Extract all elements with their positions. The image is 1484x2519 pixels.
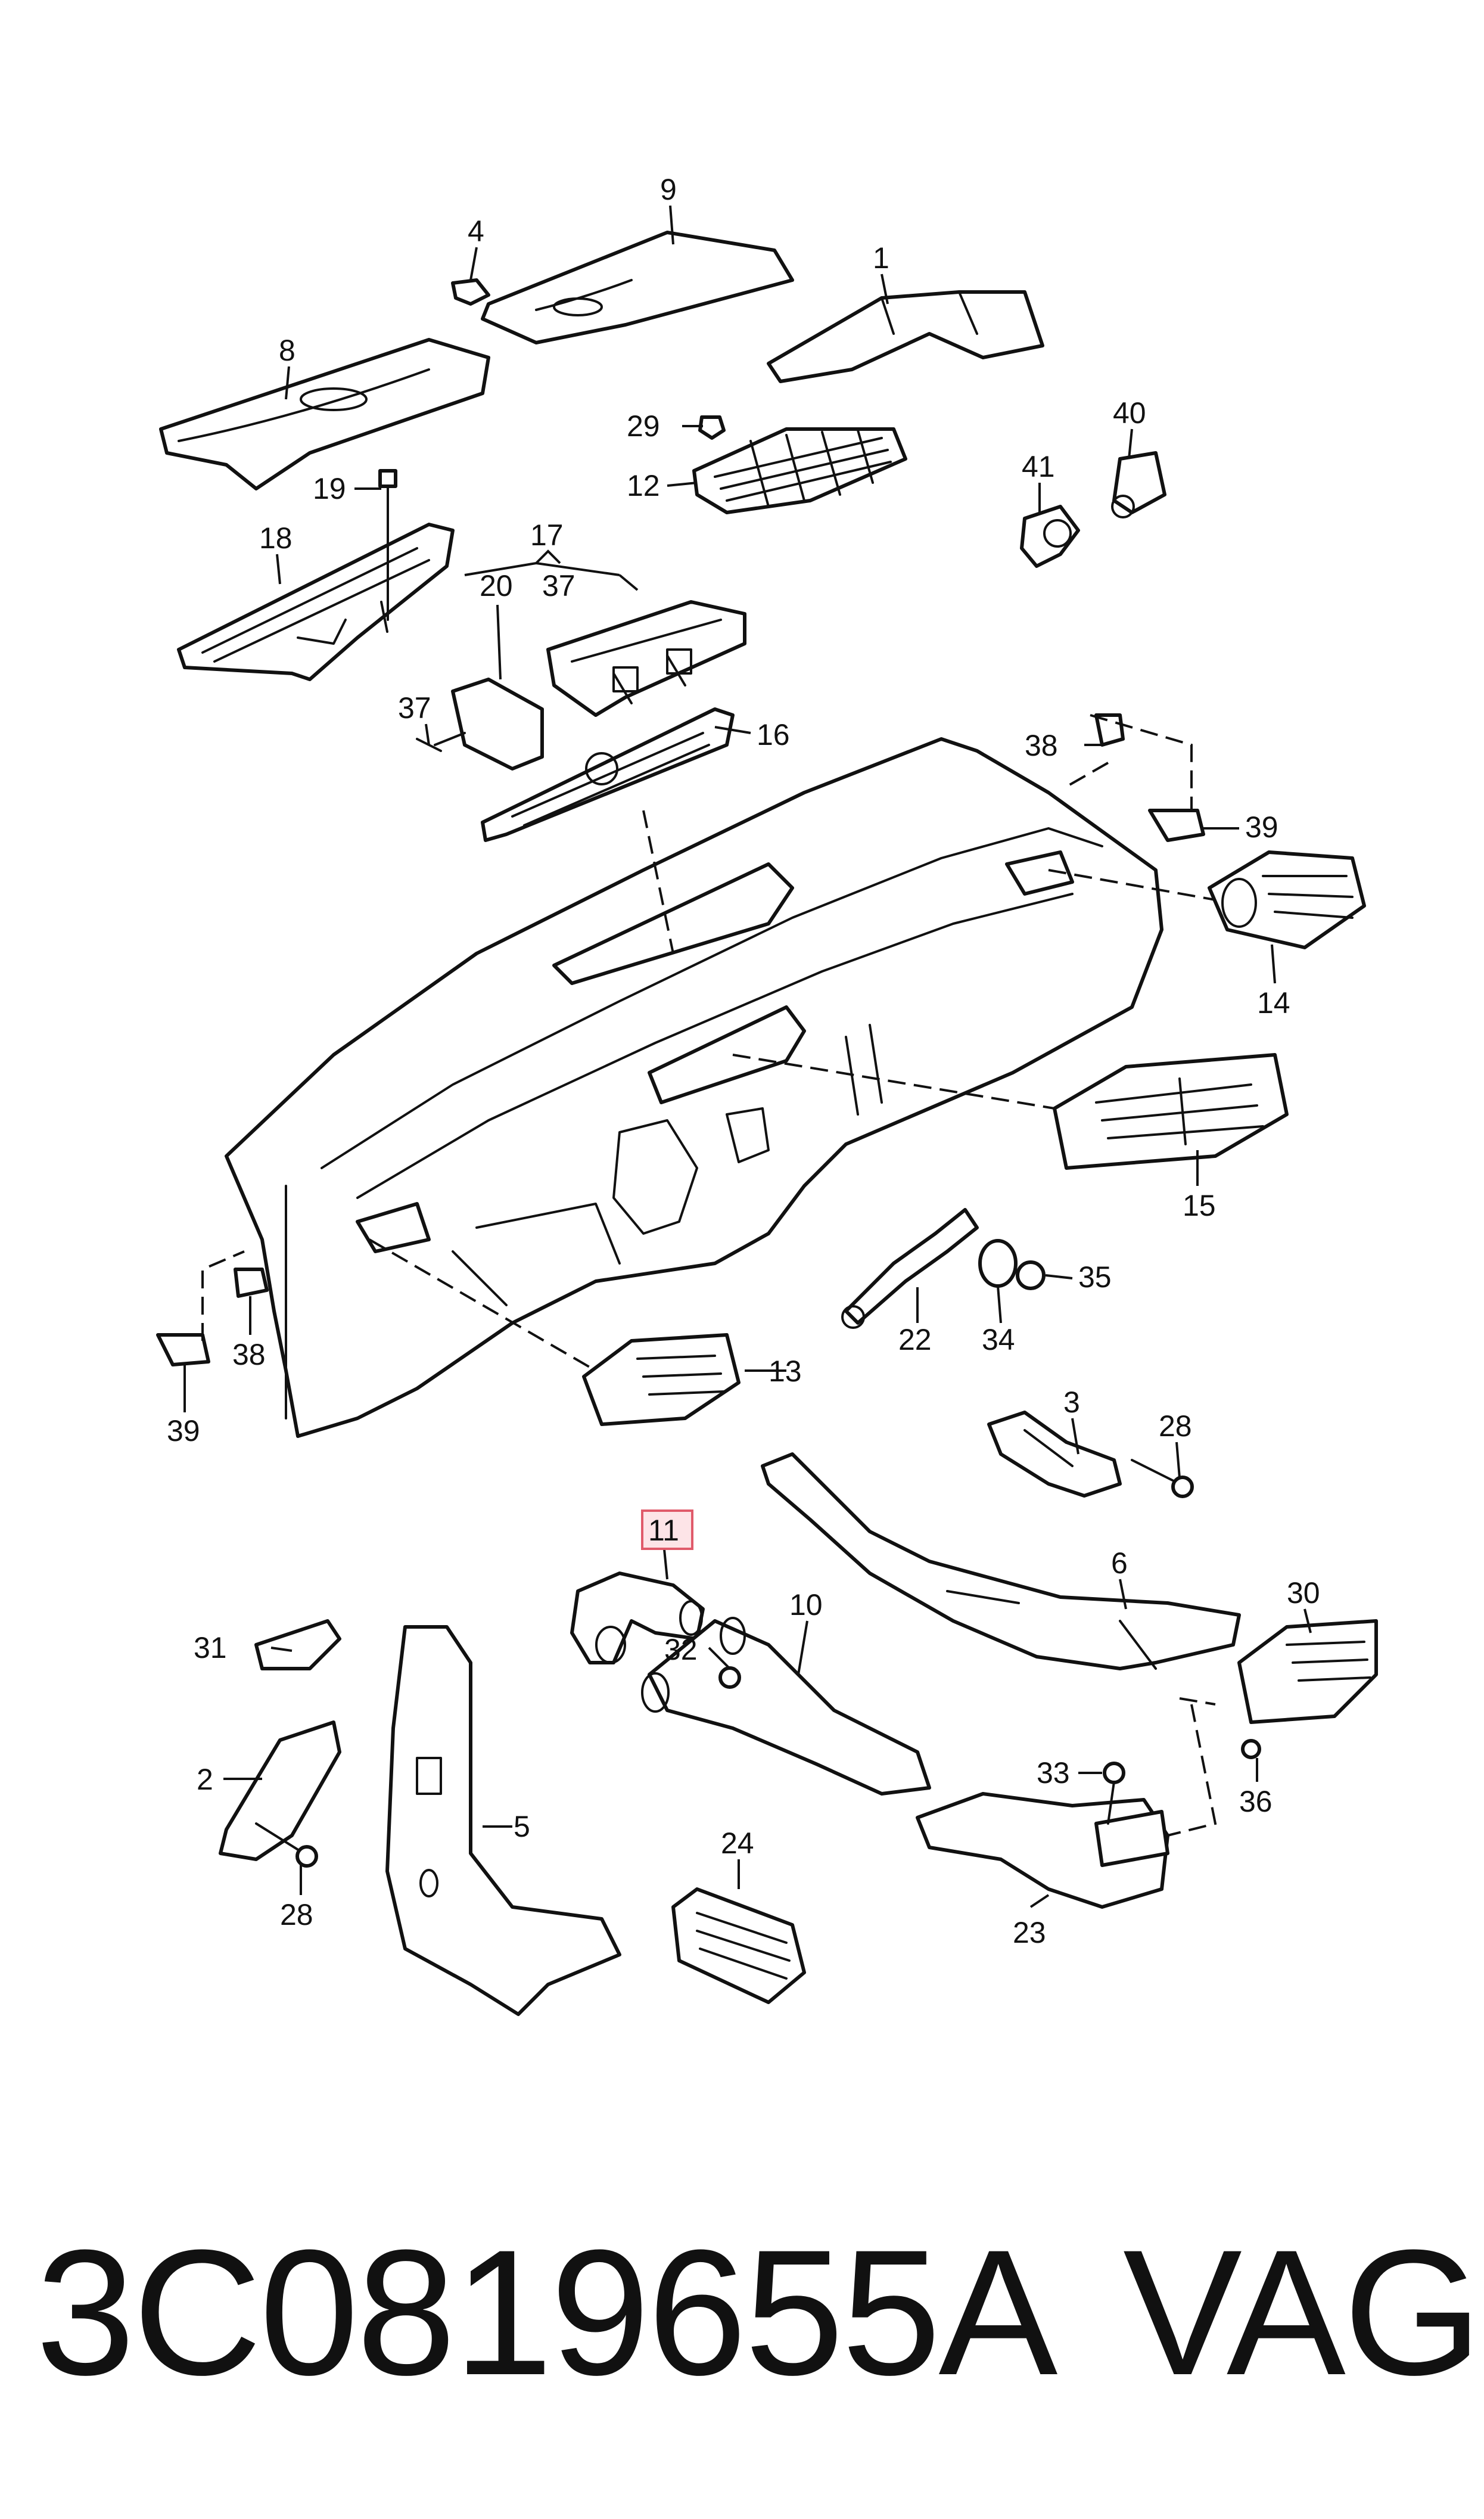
callout-2: 2: [197, 1763, 213, 1796]
callout-39-right: 39: [1245, 810, 1278, 844]
part-2-bracket: [219, 1720, 341, 1861]
part-33-screw: [1103, 1762, 1125, 1825]
part-number-text: 3C0819655A: [36, 2212, 1058, 2412]
callout-10: 10: [789, 1588, 823, 1622]
part-28-screw-left: [255, 1822, 318, 1868]
callout-38-right: 38: [1025, 729, 1058, 762]
callout-28-left: 28: [280, 1898, 313, 1931]
part-3-bracket: [987, 1411, 1122, 1498]
callout-11[interactable]: 11: [648, 1514, 679, 1547]
callout-17: 17: [530, 518, 564, 552]
callout-37-top: 37: [542, 569, 575, 602]
callout-3: 3: [1063, 1386, 1080, 1419]
part-11-duct-connector: [570, 1571, 705, 1664]
callout-20: 20: [480, 569, 513, 602]
part-16-center-vent: [481, 707, 735, 842]
callout-31: 31: [194, 1631, 227, 1664]
part-36-screw: [1241, 1739, 1261, 1759]
callout-36: 36: [1239, 1785, 1273, 1818]
part-10-foot-duct: [641, 1617, 931, 1796]
part-40-sensor: [1111, 451, 1166, 518]
part-39-bracket-left: [156, 1333, 210, 1366]
callout-14: 14: [1257, 986, 1290, 1020]
callout-33: 33: [1037, 1756, 1070, 1790]
part-22-hose: [841, 1208, 979, 1329]
part-24-grille: [671, 1887, 806, 2004]
part-9-cowl-cover: [481, 231, 794, 344]
part-20-actuator: [416, 678, 544, 771]
callout-40: 40: [1113, 396, 1146, 430]
callout-28-right: 28: [1159, 1409, 1192, 1443]
callout-39-left: 39: [167, 1414, 200, 1448]
part-38-clip-right: [1094, 713, 1125, 747]
callout-1: 1: [873, 241, 889, 275]
part-18-defroster-duct: [177, 523, 455, 681]
part-29-nut: [698, 415, 726, 440]
callout-30: 30: [1287, 1576, 1320, 1610]
part-38-clip-left: [234, 1268, 269, 1298]
callout-34: 34: [982, 1323, 1015, 1356]
part-5-left-duct: [385, 1625, 621, 2016]
part-31-trim-clip: [254, 1619, 341, 1670]
callout-32: 32: [664, 1633, 698, 1666]
callout-9: 9: [660, 173, 677, 206]
callout-19: 19: [313, 472, 346, 505]
callout-29: 29: [627, 409, 660, 443]
part-34-sleeve: [978, 1239, 1018, 1288]
part-35-grommet: [1016, 1260, 1046, 1290]
part-8-cowl-panel: [159, 338, 490, 490]
brand-text: VAG: [1123, 2212, 1482, 2412]
part-39-bracket-right: [1148, 809, 1205, 842]
part-4-clip: [451, 278, 490, 306]
dashboard-main-panel: [225, 737, 1163, 1438]
callout-24: 24: [721, 1827, 754, 1860]
callout-6: 6: [1111, 1546, 1128, 1580]
callout-38-left: 38: [232, 1338, 266, 1371]
callout-8: 8: [279, 334, 295, 367]
callout-22: 22: [898, 1323, 932, 1356]
callout-labels: 9 4 1 8 29 12 40 41 19 18 17 20 37 37 16…: [167, 173, 1320, 1949]
part-1-duct: [767, 290, 1044, 383]
part-6-long-duct: [761, 1452, 1241, 1670]
part-14-side-vent: [1208, 850, 1366, 949]
part-19-screw: [378, 469, 397, 621]
callout-37-left: 37: [398, 691, 431, 725]
callout-41: 41: [1022, 450, 1055, 483]
part-41-sensor-bracket: [1020, 505, 1080, 568]
callout-35: 35: [1078, 1260, 1112, 1294]
part-12-vent-grille: [692, 427, 907, 514]
callout-13: 13: [769, 1355, 802, 1388]
dashed-relations: [201, 714, 1217, 1837]
callout-5: 5: [514, 1810, 530, 1843]
callout-16: 16: [757, 718, 790, 751]
callout-23: 23: [1013, 1916, 1046, 1949]
callout-15: 15: [1183, 1189, 1216, 1222]
part-37-vent-housing: [546, 600, 746, 717]
callout-4: 4: [468, 215, 484, 248]
part-23-rear-duct: [916, 1792, 1169, 1909]
part-15-center-vent: [1053, 1053, 1289, 1170]
part-30-footwell-vent: [1237, 1619, 1378, 1724]
part-32-screw: [718, 1666, 741, 1689]
part-13-left-vent: [582, 1333, 741, 1426]
part-28-screw-right: [1131, 1459, 1194, 1498]
highlight-box-callout-11: [641, 1509, 693, 1550]
callout-18: 18: [259, 521, 293, 555]
callout-12: 12: [627, 469, 660, 502]
leader-lines: [183, 205, 1312, 1908]
